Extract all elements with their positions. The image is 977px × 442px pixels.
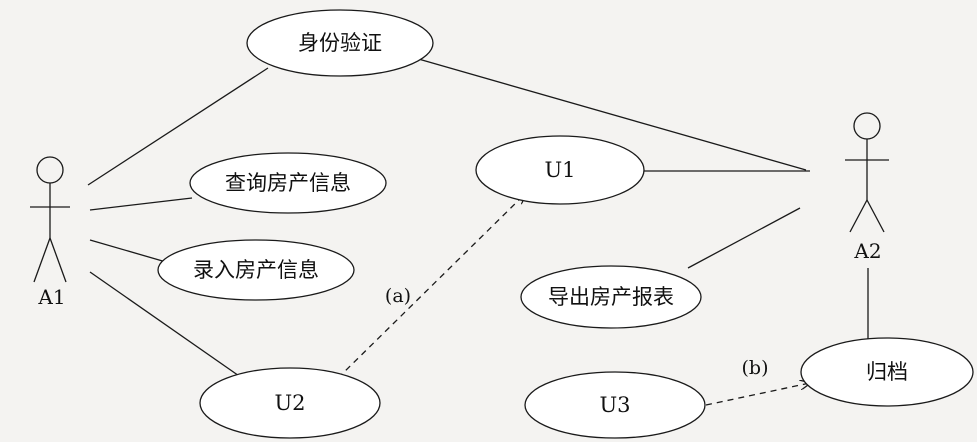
use-case-auth: [246, 9, 434, 77]
use-case-input: [157, 239, 355, 301]
use-case-u3: [524, 371, 706, 439]
use-case-u2: [199, 367, 381, 439]
use-case-label-input: 录入房产信息: [193, 258, 319, 282]
use-case-query: [189, 152, 387, 214]
assoc-a1-query: [89, 197, 193, 211]
use-case-label-export: 导出房产报表: [548, 285, 674, 309]
use-case-label-u1: U1: [544, 158, 575, 182]
dependency-arrow-b: [705, 383, 810, 406]
dependency-label-b: (b): [742, 357, 769, 379]
use-case-archive: [800, 337, 974, 407]
use-case-label-u2: U2: [274, 391, 305, 415]
assoc-a1-auth: [87, 67, 269, 186]
actor-label-a2: A2: [853, 239, 881, 263]
assoc-a1-u2: [89, 271, 243, 379]
assoc-a1-input: [89, 239, 167, 263]
use-case-label-u3: U3: [599, 393, 630, 417]
dependency-arrow-a: [337, 194, 525, 379]
use-case-export: [520, 265, 702, 329]
assoc-a2-auth: [414, 57, 807, 171]
use-case-u1: [475, 135, 645, 205]
actor-a2-icon: [845, 112, 889, 233]
actor-label-a1: A1: [37, 285, 65, 309]
use-case-label-archive: 归档: [866, 360, 908, 384]
dependency-label-a: (a): [385, 285, 411, 307]
use-case-label-query: 查询房产信息: [225, 171, 351, 195]
actor-a1-icon: [30, 156, 70, 283]
use-case-label-auth: 身份验证: [298, 31, 382, 55]
assoc-a2-export: [687, 207, 801, 269]
